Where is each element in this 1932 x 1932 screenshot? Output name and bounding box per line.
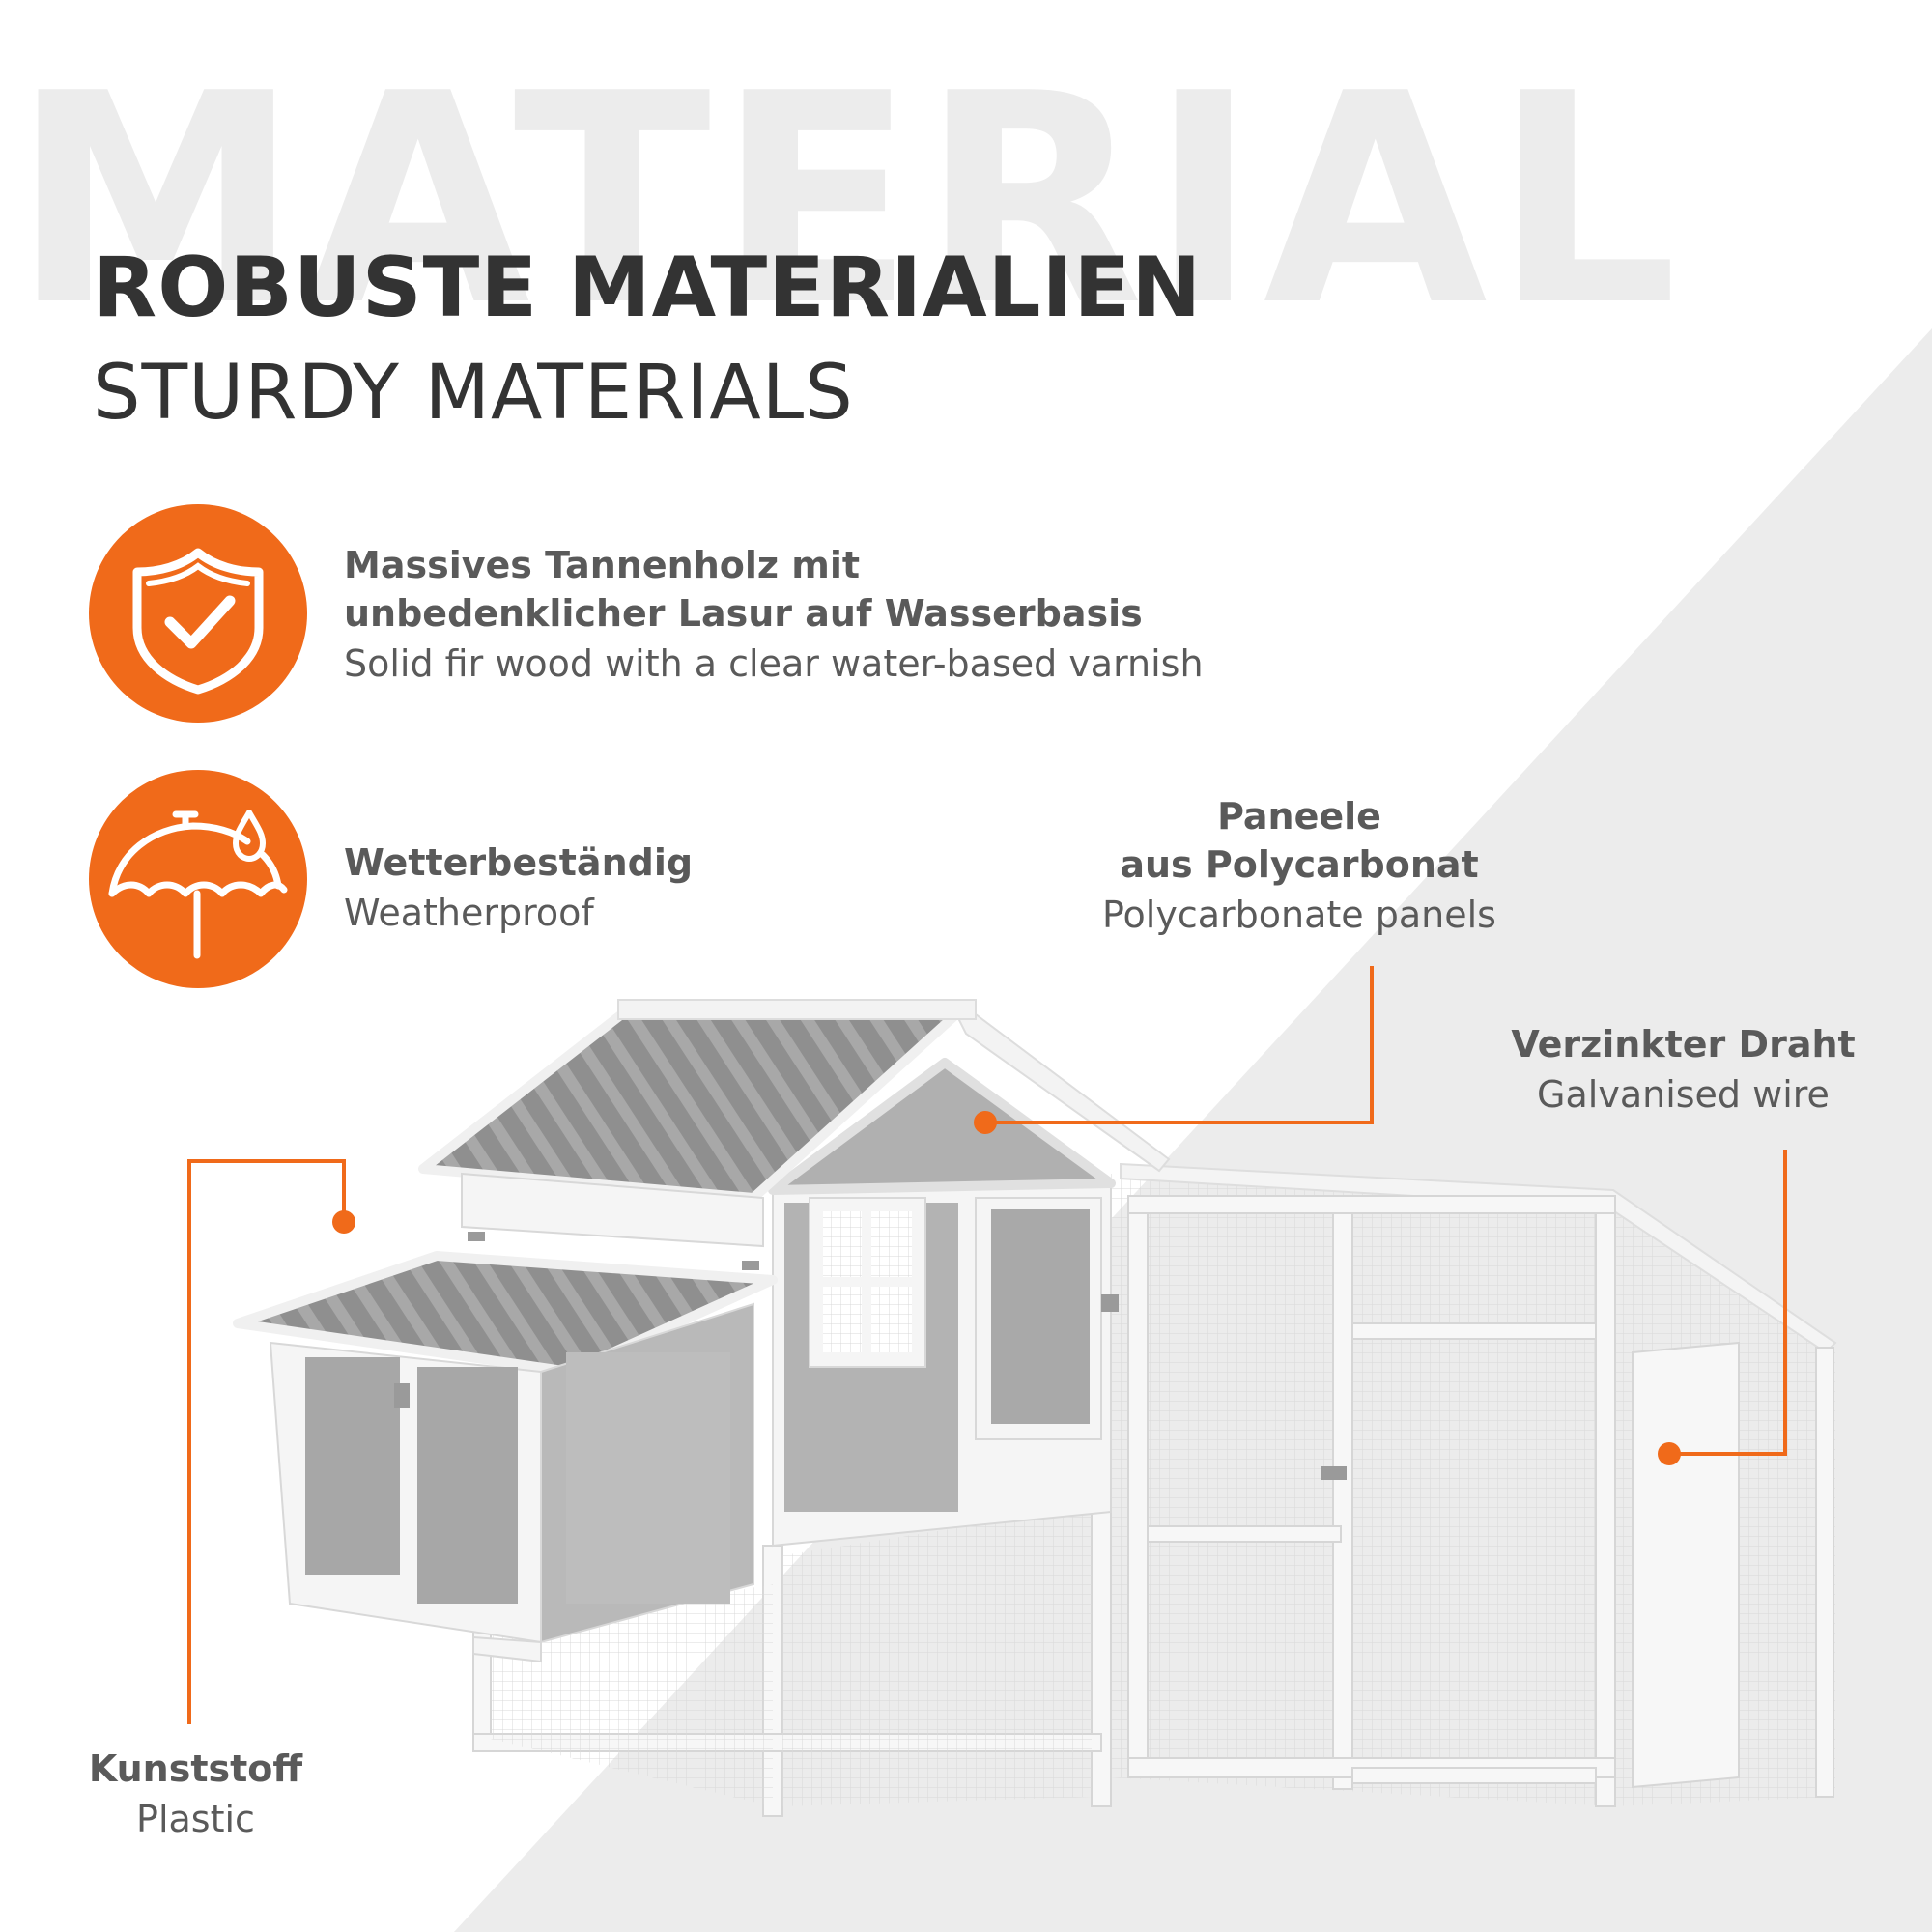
callout-plastic-en: Plastic (136, 1798, 255, 1840)
page-title: ROBUSTE MATERIALIEN (93, 240, 1203, 336)
callout-dot-panels (974, 1111, 997, 1134)
feature-wood: Massives Tannenholz mit unbedenklicher L… (344, 541, 1204, 690)
callout-dot-plastic (332, 1210, 355, 1234)
callout-panels-de-line2: aus Polycarbonat (1120, 843, 1479, 886)
feature-wood-en: Solid fir wood with a clear water-based … (344, 642, 1204, 685)
callout-plastic-de: Kunststoff (88, 1747, 303, 1790)
feature-icon-circle-2 (89, 770, 307, 988)
umbrella-rain-icon (108, 810, 288, 959)
callout-plastic: Kunststoff Plastic (77, 1745, 314, 1845)
callout-dot-wire (1658, 1442, 1681, 1465)
callout-line-wire (1669, 1150, 1787, 1456)
callout-panels-en: Polycarbonate panels (1102, 894, 1496, 936)
feature-icon-circle-1 (89, 504, 307, 723)
callout-panels: Paneele aus Polycarbonat Polycarbonate p… (1072, 792, 1526, 941)
feature-weather-en: Weatherproof (344, 892, 594, 934)
callout-panels-de-line1: Paneele (1217, 795, 1381, 838)
callout-wire: Verzinkter Draht Galvanised wire (1492, 1020, 1874, 1121)
callout-line-plastic (187, 1159, 346, 1724)
callout-wire-en: Galvanised wire (1537, 1073, 1830, 1116)
feature-weather: Wetterbeständig Weatherproof (344, 838, 693, 939)
feature-wood-de-line1: Massives Tannenholz mit (344, 544, 861, 586)
callout-line-panels (985, 966, 1374, 1124)
shield-check-icon (132, 548, 264, 695)
watermark-text: MATERIAL (12, 32, 1684, 369)
page-subtitle: STURDY MATERIALS (93, 350, 854, 437)
feature-wood-de-line2: unbedenklicher Lasur auf Wasserbasis (344, 592, 1143, 635)
feature-weather-de: Wetterbeständig (344, 841, 694, 884)
callout-wire-de: Verzinkter Draht (1511, 1023, 1856, 1065)
